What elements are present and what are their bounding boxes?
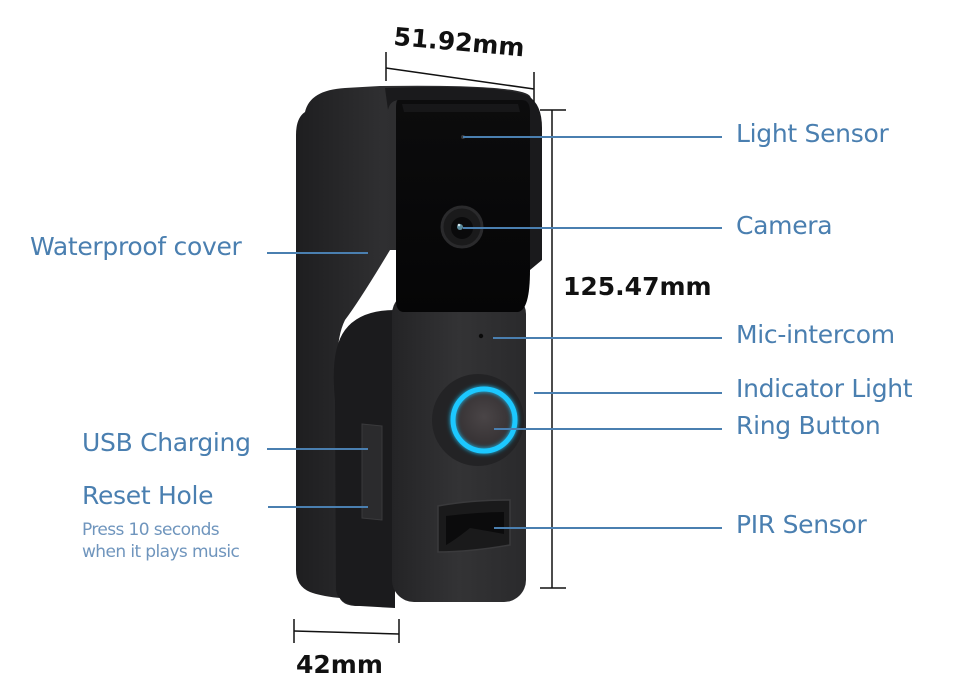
mic-intercom-leader <box>493 337 722 339</box>
ring-button-label: Ring Button <box>736 411 881 440</box>
dimension-lines <box>293 52 566 643</box>
waterproof-cover-leader <box>267 252 368 254</box>
indicator-light-label: Indicator Light <box>736 374 913 403</box>
pir-sensor-leader <box>494 527 722 529</box>
camera-leader <box>463 227 722 229</box>
ring-button-leader <box>494 428 722 430</box>
reset-hole-label: Reset Hole <box>82 481 214 510</box>
indicator-light-leader <box>534 392 722 394</box>
camera-label: Camera <box>736 211 833 240</box>
height-dimension: 125.47mm <box>563 272 712 301</box>
reset-hole-note-line-2: when it plays music <box>82 542 240 562</box>
pir-sensor-label: PIR Sensor <box>736 510 867 539</box>
mic-hole <box>478 333 484 339</box>
ring-button-face <box>451 387 517 453</box>
depth-dimension: 42mm <box>296 650 383 679</box>
usb-charging-leader <box>267 448 368 450</box>
light-sensor-leader <box>463 136 722 138</box>
usb-charging-label: USB Charging <box>82 428 251 457</box>
indicator-ring-light <box>450 386 518 454</box>
light-sensor-label: Light Sensor <box>736 119 889 148</box>
reset-hole-note-line-1: Press 10 seconds <box>82 520 220 540</box>
waterproof-cover-label: Waterproof cover <box>30 232 242 261</box>
mic-intercom-label: Mic-intercom <box>736 320 895 349</box>
reset-hole-leader <box>268 506 368 508</box>
